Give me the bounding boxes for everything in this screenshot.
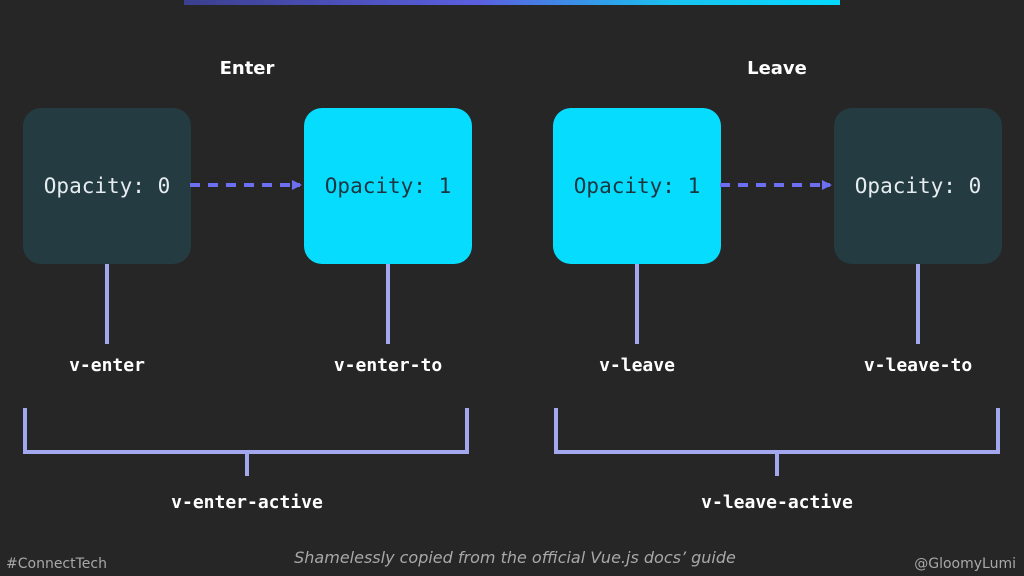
- enter-end-box: Opacity: 1: [304, 108, 472, 264]
- leave-start-box: Opacity: 1: [553, 108, 721, 264]
- leave-end-box: Opacity: 0: [834, 108, 1002, 264]
- leave-active-bracket: [554, 408, 1000, 476]
- footer-handle: @GloomyLumi: [914, 556, 1016, 572]
- v-leave-connector: [635, 264, 639, 344]
- v-enter-to-label: v-enter-to: [333, 355, 443, 376]
- leave-heading: Leave: [747, 58, 807, 79]
- footer-credit: Shamelessly copied from the official Vue…: [294, 548, 736, 567]
- v-leave-active-label: v-leave-active: [701, 492, 853, 513]
- enter-start-box: Opacity: 0: [23, 108, 191, 264]
- v-leave-label: v-leave: [599, 355, 675, 376]
- enter-active-bracket: [23, 408, 469, 476]
- v-enter-label: v-enter: [69, 355, 145, 376]
- v-enter-connector: [105, 264, 109, 344]
- v-enter-active-label: v-enter-active: [171, 492, 323, 513]
- v-leave-to-label: v-leave-to: [863, 355, 973, 376]
- v-leave-to-connector: [916, 264, 920, 344]
- footer-hashtag: #ConnectTech: [6, 556, 107, 572]
- v-enter-to-connector: [386, 264, 390, 344]
- enter-heading: Enter: [219, 58, 275, 79]
- top-accent-bar: [184, 0, 840, 5]
